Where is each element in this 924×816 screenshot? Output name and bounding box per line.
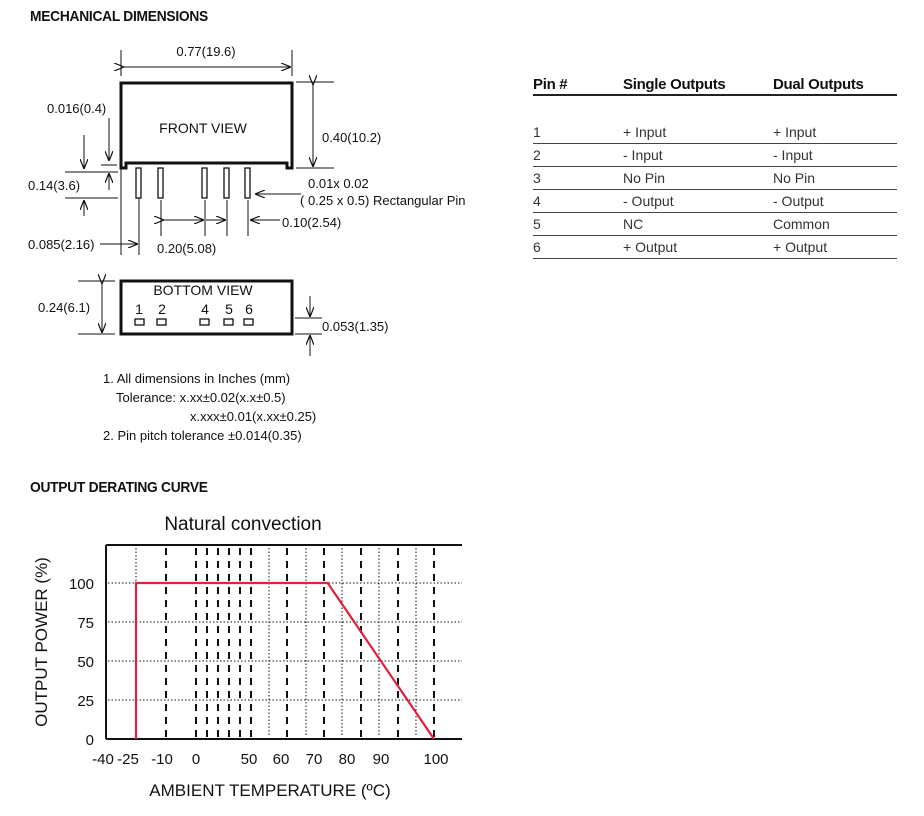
- derating-chart: Natural convection OUTPUT POWER (%) AMBI…: [32, 514, 462, 800]
- single-output-cell: NC: [623, 212, 773, 236]
- pin-size-line1: 0.01x 0.02: [308, 176, 369, 191]
- derating-line: [134, 581, 435, 740]
- table-row: 2- Input- Input: [533, 143, 897, 167]
- front-view-drawing: [65, 50, 334, 255]
- bottom-view-label: BOTTOM VIEW: [153, 282, 253, 298]
- pin-number-cell: 2: [533, 143, 623, 167]
- dual-output-cell: - Output: [773, 189, 897, 213]
- single-output-cell: - Input: [623, 143, 773, 167]
- y-tick-label: 25: [77, 693, 94, 710]
- pin-size-line2: ( 0.25 x 0.5) Rectangular Pin: [300, 193, 465, 208]
- col-header-single: Single Outputs: [623, 76, 773, 96]
- height-dimension: 0.40(10.2): [322, 130, 381, 145]
- chart-title: Natural convection: [164, 514, 321, 535]
- bottom-pin-number: 4: [201, 301, 209, 317]
- dual-output-cell: + Output: [773, 235, 897, 259]
- note-line: x.xxx±0.01(x.xx±0.25): [190, 409, 316, 424]
- bottom-view-pins: [134, 318, 254, 326]
- single-output-cell: No Pin: [623, 166, 773, 190]
- standoff-dimension: 0.016(0.4): [47, 101, 106, 116]
- x-tick-label: 80: [339, 751, 356, 768]
- pin-number-cell: 4: [533, 189, 623, 213]
- bottom-pin-number: 2: [158, 301, 166, 317]
- front-view-body: [119, 81, 294, 170]
- table-row: 4- Output- Output: [533, 189, 897, 213]
- pin-number-cell: 3: [533, 166, 623, 190]
- x-axis-label: AMBIENT TEMPERATURE (ºC): [149, 781, 390, 800]
- single-output-cell: - Output: [623, 189, 773, 213]
- dual-output-cell: No Pin: [773, 166, 897, 190]
- front-view-label: FRONT VIEW: [159, 120, 247, 136]
- bottom-pin-number: 6: [245, 301, 253, 317]
- front-view-pins: [135, 167, 251, 199]
- pin-number-cell: 1: [533, 95, 623, 144]
- pin-length-dimension: 0.14(3.6): [28, 178, 80, 193]
- dual-output-cell: + Input: [773, 95, 897, 144]
- bottom-pin-number: 1: [135, 301, 143, 317]
- x-tick-label: 0: [192, 751, 200, 768]
- width-dimension: 0.77(19.6): [176, 44, 235, 59]
- x-tick-label: -40: [92, 751, 114, 768]
- derating-curve-heading: OUTPUT DERATING CURVE: [30, 479, 208, 496]
- dual-output-cell: Common: [773, 212, 897, 236]
- col-header-pin: Pin #: [533, 76, 623, 96]
- pin-row-offset-dimension: 0.053(1.35): [322, 319, 389, 334]
- table-row: 1+ Input+ Input: [533, 95, 897, 144]
- x-tick-label: 100: [423, 751, 448, 768]
- pin-number-cell: 5: [533, 212, 623, 236]
- pin-table: Pin # Single Outputs Dual Outputs 1+ Inp…: [533, 76, 897, 259]
- x-tick-label: -25: [117, 751, 139, 768]
- y-tick-label: 75: [77, 615, 94, 632]
- depth-dimension: 0.24(6.1): [38, 300, 90, 315]
- table-row: 6+ Output+ Output: [533, 235, 897, 259]
- note-line: 2. Pin pitch tolerance ±0.014(0.35): [103, 428, 302, 443]
- y-axis-label: OUTPUT POWER (%): [32, 557, 51, 727]
- single-output-cell: + Input: [623, 95, 773, 144]
- pin-offset-dimension: 0.085(2.16): [28, 237, 95, 252]
- bottom-pin-number: 5: [225, 301, 233, 317]
- pin-spacing-dimension: 0.20(5.08): [157, 241, 216, 256]
- x-tick-label: 60: [273, 751, 290, 768]
- note-line: Tolerance: x.xx±0.02(x.x±0.5): [116, 390, 286, 405]
- single-output-cell: + Output: [623, 235, 773, 259]
- col-header-dual: Dual Outputs: [773, 76, 897, 96]
- y-tick-label: 0: [86, 732, 94, 749]
- y-tick-label: 50: [77, 654, 94, 671]
- note-line: 1. All dimensions in Inches (mm): [103, 371, 290, 386]
- dual-output-cell: - Input: [773, 143, 897, 167]
- x-tick-label: 70: [306, 751, 323, 768]
- x-tick-label: 50: [241, 751, 258, 768]
- pin-number-cell: 6: [533, 235, 623, 259]
- bottom-view-drawing: [78, 281, 322, 356]
- y-tick-label: 100: [69, 576, 94, 593]
- pin-pitch-dimension: 0.10(2.54): [282, 215, 341, 230]
- mechanical-dimensions-heading: MECHANICAL DIMENSIONS: [30, 8, 208, 25]
- x-tick-label: 90: [373, 751, 390, 768]
- x-tick-label: -10: [151, 751, 173, 768]
